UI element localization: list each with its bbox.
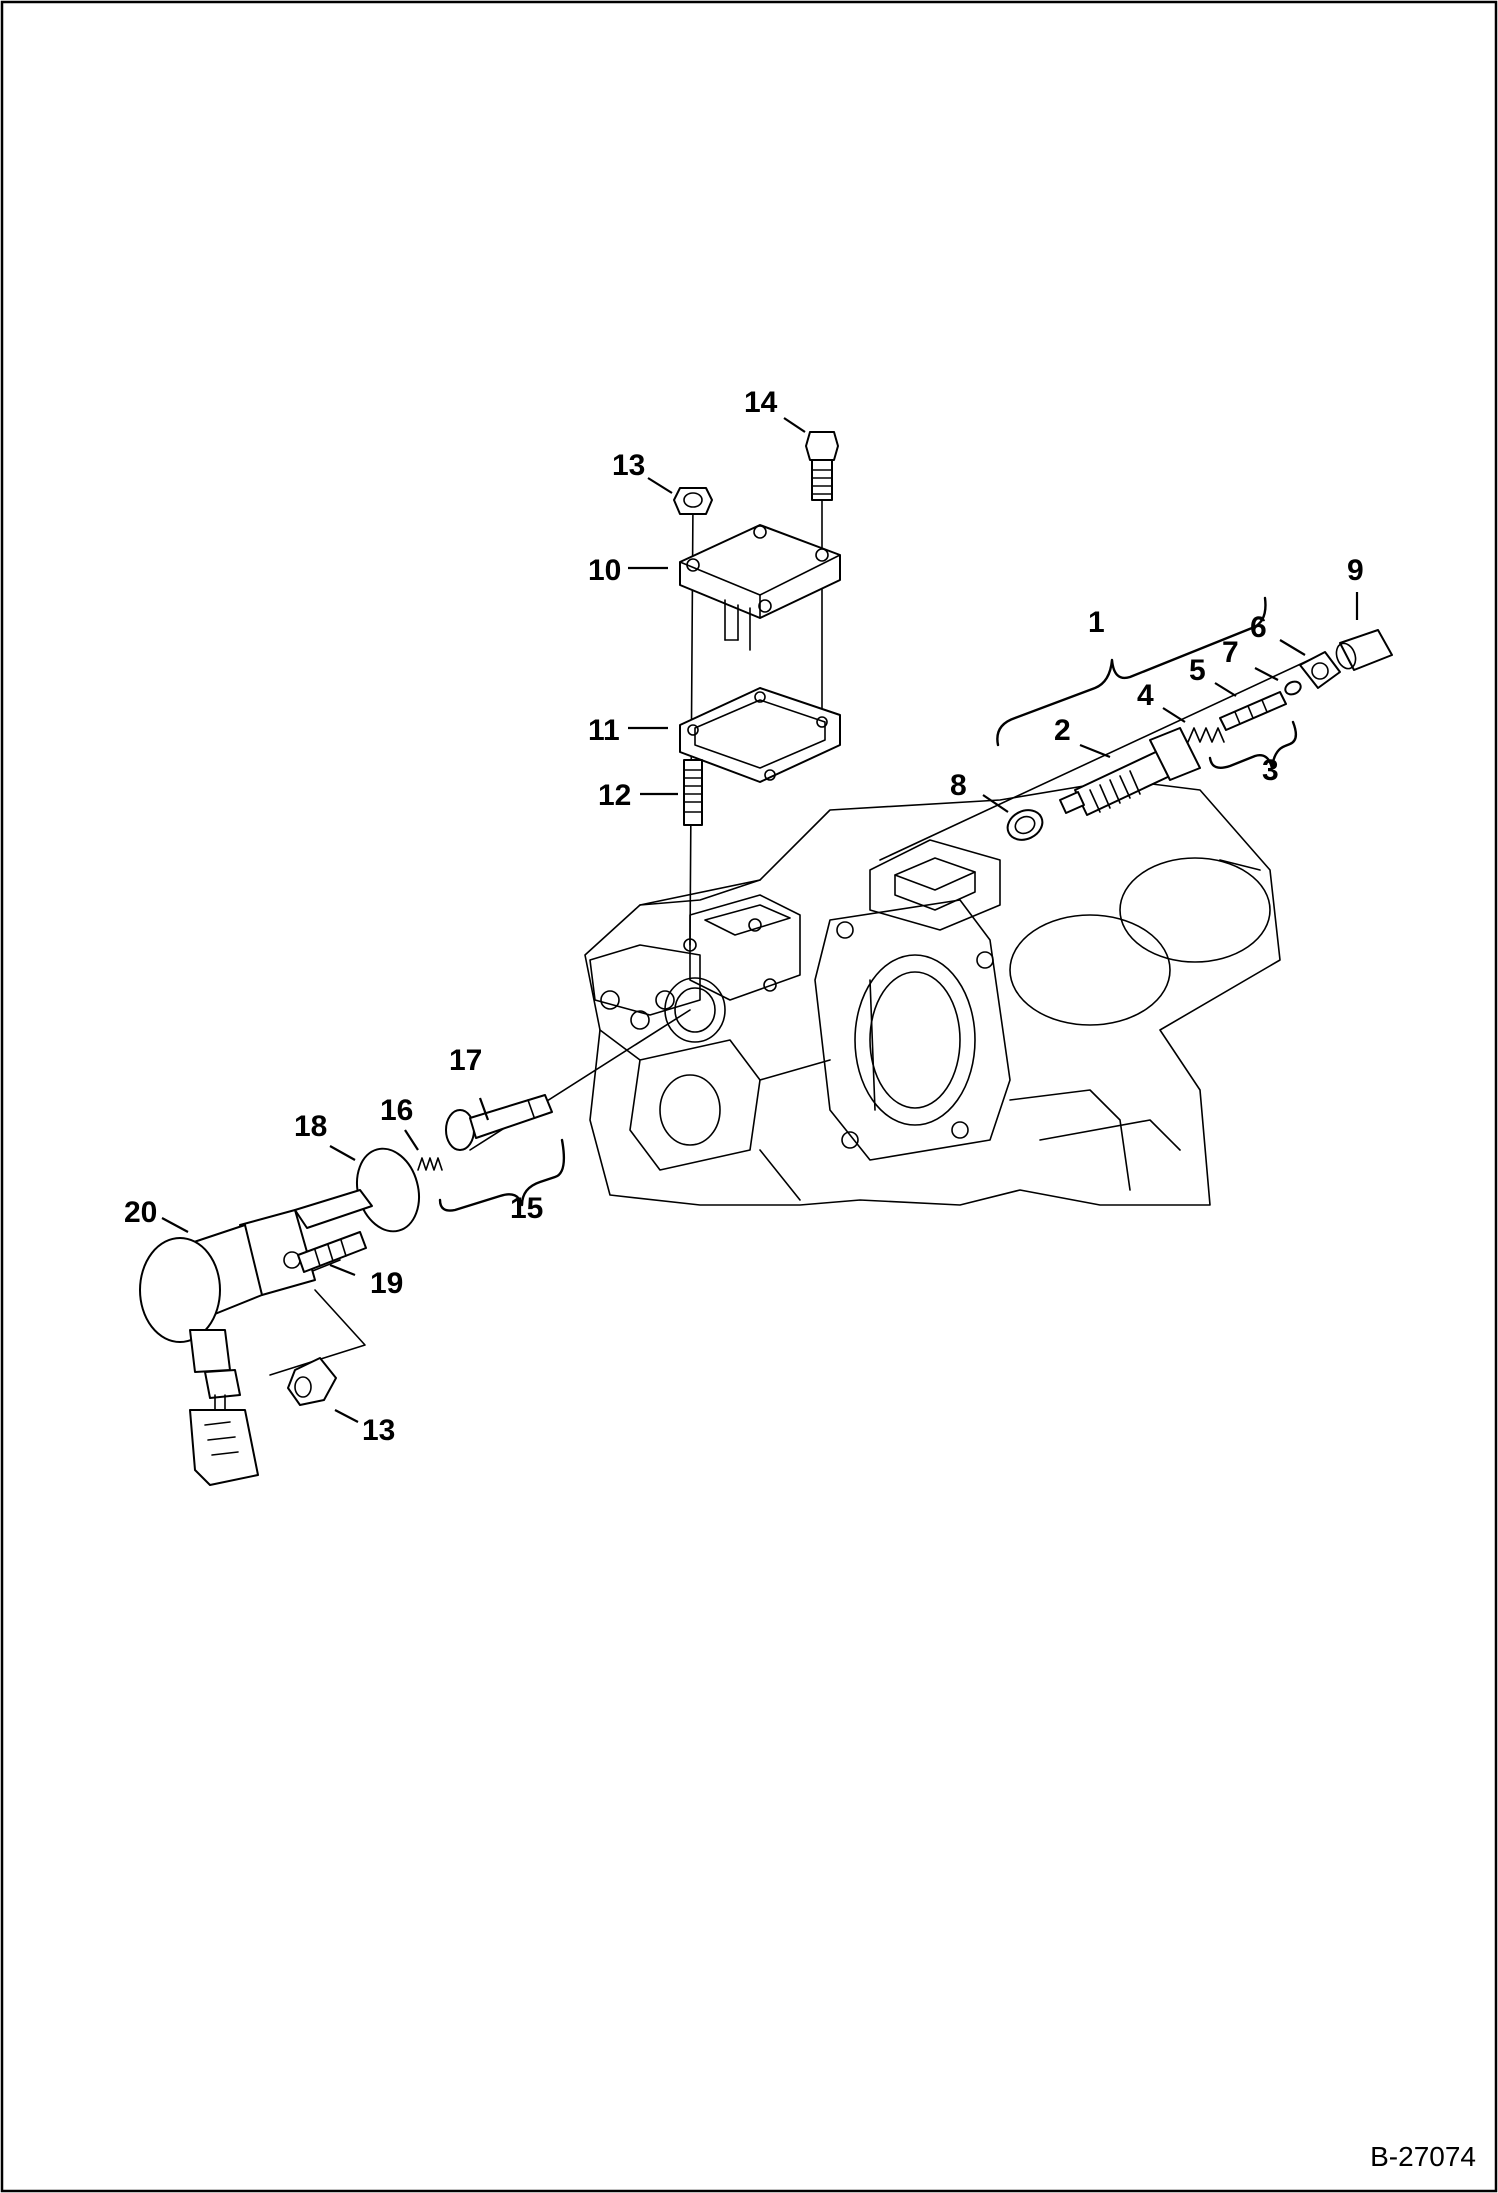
solenoid-20	[139, 1189, 373, 1486]
valve-body-2	[1059, 727, 1201, 816]
plunger-5	[1219, 691, 1287, 731]
spring-4	[1187, 727, 1225, 743]
callout-13-top: 13	[612, 449, 645, 482]
leader-lines	[161, 417, 1359, 1423]
callout-10: 10	[588, 554, 621, 587]
callout-12: 12	[598, 779, 631, 812]
spring-16	[417, 1157, 443, 1171]
callout-18: 18	[294, 1110, 327, 1143]
cap-9	[1335, 629, 1393, 671]
callout-8: 8	[950, 769, 967, 802]
callout-16: 16	[380, 1094, 413, 1127]
callout-3: 3	[1262, 754, 1279, 787]
callout-17: 17	[449, 1044, 482, 1077]
callout-7: 7	[1222, 636, 1239, 669]
group-braces	[438, 596, 1298, 1212]
callout-20: 20	[124, 1196, 157, 1229]
drawing-id: B-27074	[1370, 2141, 1476, 2172]
engine-block-illustration	[584, 779, 1281, 1206]
callout-6: 6	[1250, 611, 1267, 644]
gasket-11	[679, 687, 841, 783]
callout-14: 14	[744, 386, 778, 419]
washer-8	[1006, 809, 1044, 841]
stud-19	[297, 1231, 367, 1273]
callout-11: 11	[588, 714, 620, 747]
callout-2: 2	[1054, 714, 1071, 747]
bolt-14	[805, 431, 839, 501]
shaft-17	[445, 1094, 553, 1151]
callout-9: 9	[1347, 554, 1364, 587]
callout-5: 5	[1189, 654, 1206, 687]
nut-13-bottom	[287, 1357, 337, 1406]
cover-plate-10	[679, 524, 841, 651]
callout-labels: 14 13 10 11 12 1 2 3 4 5 6 7 8 9 17 16 1…	[124, 386, 1364, 1447]
callout-19: 19	[370, 1267, 403, 1300]
callout-1: 1	[1088, 606, 1105, 639]
nut-6	[1299, 651, 1341, 689]
o-ring-7	[1284, 680, 1302, 696]
stud-12	[683, 759, 703, 826]
callout-15: 15	[510, 1192, 543, 1225]
nut-13-top	[673, 487, 713, 515]
callout-4: 4	[1137, 679, 1154, 712]
callout-13-bottom: 13	[362, 1414, 395, 1447]
